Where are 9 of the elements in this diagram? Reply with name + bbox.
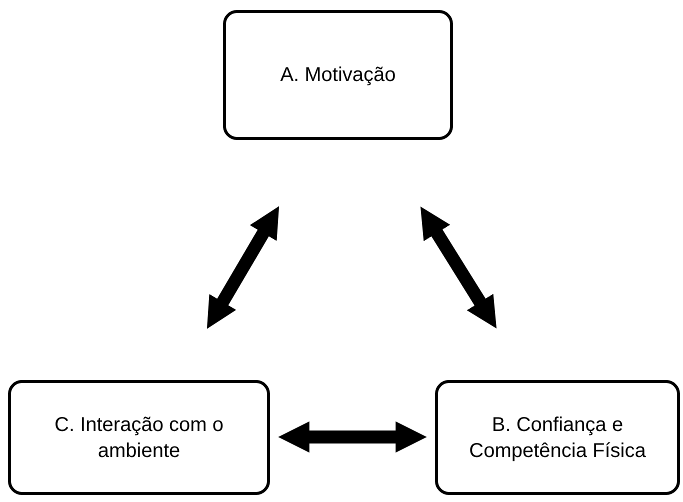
- box-label: B. Confiança e Competência Física: [468, 412, 647, 464]
- double-arrow: [420, 206, 497, 329]
- rounded-box: [435, 380, 680, 495]
- box-label: C. Interação com o ambiente: [54, 412, 224, 464]
- rounded-box: [8, 380, 270, 495]
- double-arrow: [206, 206, 280, 329]
- double-arrow: [278, 421, 427, 453]
- box-label: A. Motivação: [280, 63, 396, 88]
- rounded-box: [223, 10, 453, 140]
